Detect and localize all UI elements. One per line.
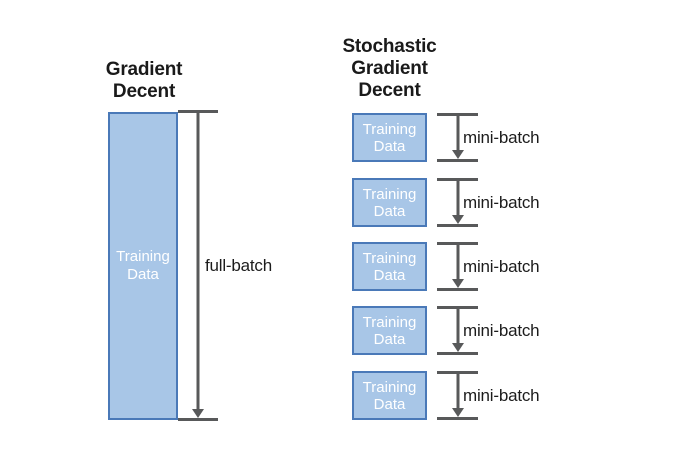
mini-batch-label: mini-batch xyxy=(463,127,540,147)
sgd-title: Stochastic Gradient Decent xyxy=(329,36,450,102)
arrow-stem xyxy=(456,179,459,217)
arrow-stem xyxy=(456,307,459,345)
training-data-label: Data xyxy=(127,266,159,283)
sgd-row: Training Data mini-batch xyxy=(352,371,572,420)
sgd-training-data-box: Training Data xyxy=(352,113,427,162)
title-line: Gradient xyxy=(351,58,428,79)
sgd-training-data-box: Training Data xyxy=(352,306,427,355)
arrow-head-down-icon xyxy=(451,150,464,159)
arrow-stem xyxy=(456,114,459,152)
arrow-bottom-cap xyxy=(437,288,478,291)
arrow-stem xyxy=(456,243,459,281)
training-data-label: Training xyxy=(362,378,417,396)
mini-batch-down-arrow xyxy=(437,371,478,420)
training-data-label: Data xyxy=(373,266,406,284)
arrow-bottom-cap xyxy=(178,418,218,421)
arrow-bottom-cap xyxy=(437,159,478,162)
training-data-label: Training xyxy=(116,248,170,265)
mini-batch-label: mini-batch xyxy=(463,320,540,340)
sgd-row: Training Data mini-batch xyxy=(352,113,572,162)
training-data-label: Training xyxy=(362,185,417,203)
sgd-row: Training Data mini-batch xyxy=(352,242,572,291)
mini-batch-down-arrow xyxy=(437,113,478,162)
title-line: Stochastic xyxy=(342,36,437,57)
training-data-label: Data xyxy=(373,137,406,155)
training-data-label: Training xyxy=(362,120,417,138)
title-line: Gradient xyxy=(105,59,183,80)
mini-batch-down-arrow xyxy=(437,178,478,227)
sgd-training-data-box: Training Data xyxy=(352,178,427,227)
arrow-head-down-icon xyxy=(451,408,464,417)
mini-batch-label: mini-batch xyxy=(463,385,540,405)
full-batch-down-arrow xyxy=(178,110,218,421)
title-line: Decent xyxy=(358,80,421,101)
training-data-label: Training xyxy=(362,249,417,267)
training-data-label: Data xyxy=(373,330,406,348)
sgd-training-data-box: Training Data xyxy=(352,242,427,291)
training-data-label: Data xyxy=(373,202,406,220)
gd-training-data-box: Training Data xyxy=(108,112,178,420)
arrow-bottom-cap xyxy=(437,417,478,420)
sgd-row: Training Data mini-batch xyxy=(352,306,572,355)
arrow-bottom-cap xyxy=(437,224,478,227)
arrow-head-down-icon xyxy=(451,279,464,288)
sgd-row: Training Data mini-batch xyxy=(352,178,572,227)
mini-batch-label: mini-batch xyxy=(463,256,540,276)
arrow-head-down-icon xyxy=(451,343,464,352)
training-data-label: Training xyxy=(362,313,417,331)
sgd-training-data-box: Training Data xyxy=(352,371,427,420)
full-batch-label: full-batch xyxy=(205,256,272,275)
title-line: Decent xyxy=(112,81,176,102)
gradient-descent-title: Gradient Decent xyxy=(84,59,204,103)
arrow-bottom-cap xyxy=(437,352,478,355)
mini-batch-down-arrow xyxy=(437,306,478,355)
mini-batch-down-arrow xyxy=(437,242,478,291)
arrow-head-down-icon xyxy=(192,409,204,418)
arrow-stem xyxy=(456,372,459,410)
mini-batch-label: mini-batch xyxy=(463,192,540,212)
training-data-label: Data xyxy=(373,395,406,413)
arrow-stem xyxy=(196,111,200,411)
arrow-head-down-icon xyxy=(451,215,464,224)
